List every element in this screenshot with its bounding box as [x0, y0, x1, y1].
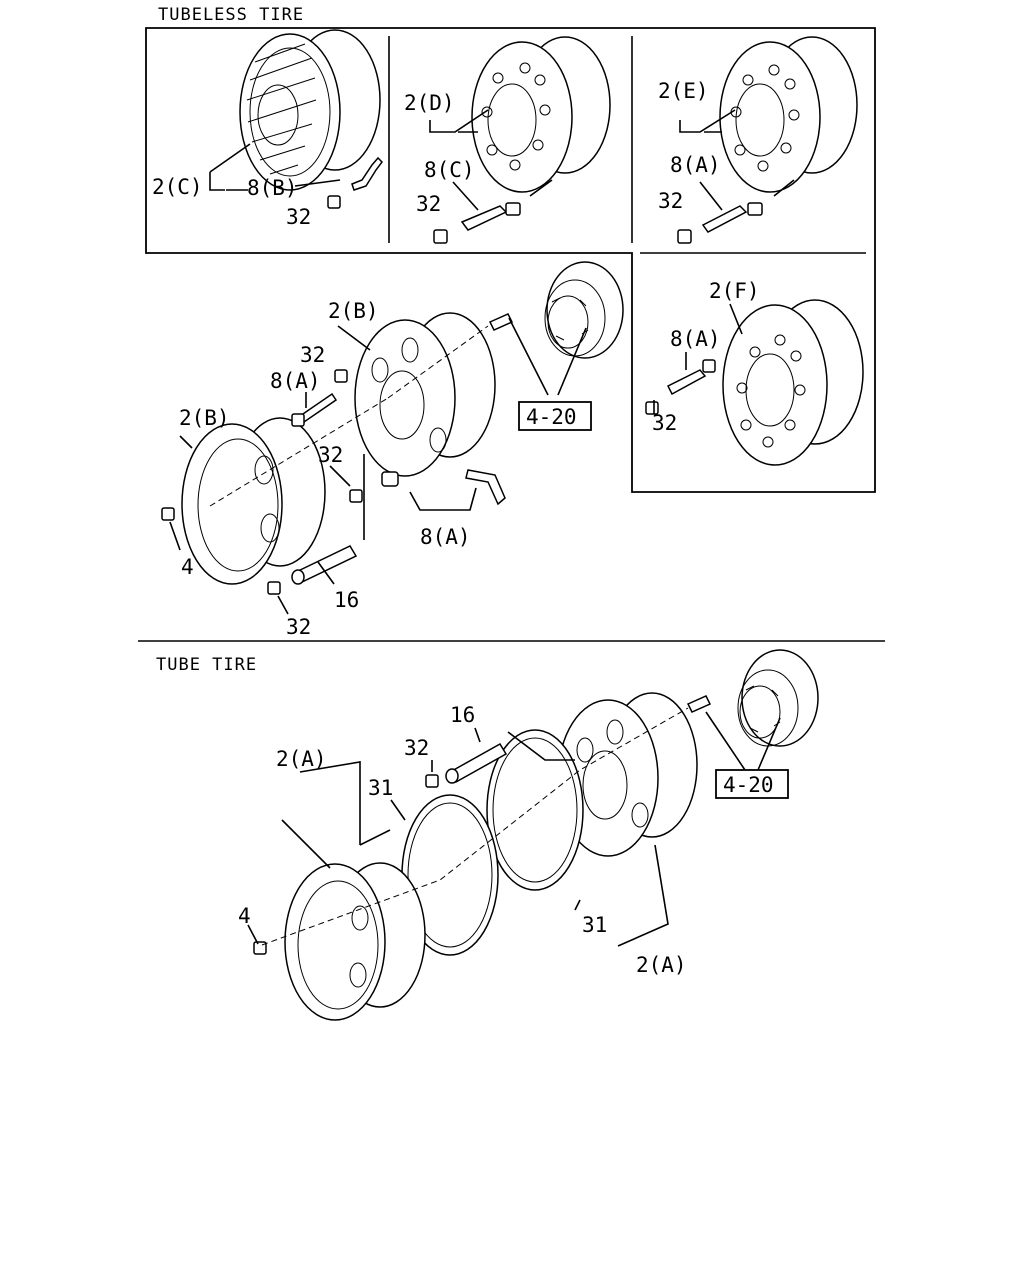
hub-bolt-lower: [686, 695, 712, 713]
callout-32-c: 32: [286, 615, 311, 639]
callout-4-b: 4: [238, 904, 251, 928]
flap-31-inner: [486, 729, 584, 891]
valve-8a-p3: [701, 202, 763, 233]
wheel-2b-inner: [354, 312, 496, 477]
tubeless-tire-heading: TUBELESS TIRE: [158, 5, 304, 25]
ref-box-4-20-upper: [518, 401, 592, 431]
callout-16-a: 16: [334, 588, 359, 612]
center-axis-lower: [261, 707, 689, 946]
callout-31-bot: 31: [582, 913, 607, 937]
cap-32-p1: [327, 195, 341, 209]
wheel-2c: [239, 29, 381, 191]
callout-8a-b: 8(A): [420, 525, 471, 549]
nut-4-upper: [161, 507, 175, 521]
cap-32-upper: [334, 369, 348, 383]
callout-32-b: 32: [318, 443, 343, 467]
callout-32-d: 32: [404, 736, 429, 760]
leaders-upper-assembly: [169, 317, 587, 615]
cap-32-tube: [425, 774, 439, 788]
wheel-2e: [719, 36, 858, 193]
callout-8a-p3: 8(A): [670, 153, 721, 177]
wheel-2b-outer: [181, 417, 326, 585]
callout-2b-outer: 2(B): [179, 406, 230, 430]
callout-31-top: 31: [368, 776, 393, 800]
hub-bolt-upper: [488, 313, 514, 331]
callout-2a-bot: 2(A): [636, 953, 687, 977]
leaders-p2: [429, 109, 553, 211]
hub-drum-upper: [544, 261, 624, 359]
wheel-2f: [722, 299, 864, 466]
valve-8c: [460, 202, 521, 231]
callout-32-a: 32: [300, 343, 325, 367]
callout-32-p4: 32: [652, 411, 677, 435]
callout-16-b: 16: [450, 703, 475, 727]
callout-8a-p4: 8(A): [670, 327, 721, 351]
center-axis-upper: [209, 325, 489, 507]
callout-2f: 2(F): [709, 279, 760, 303]
callout-32-p1: 32: [286, 205, 311, 229]
leader-8b: [294, 179, 341, 187]
callout-32-p3: 32: [658, 189, 683, 213]
cap-32-middle: [349, 489, 363, 503]
callout-32-p2: 32: [416, 192, 441, 216]
callout-8c: 8(C): [424, 158, 475, 182]
leaders-p4: [653, 303, 743, 414]
leaders-tube-assembly: [247, 711, 781, 947]
cap-32-p3: [677, 229, 692, 244]
valve-8a-p4: [666, 359, 716, 396]
callout-8a-a: 8(A): [270, 369, 321, 393]
callout-2c: 2(C): [152, 175, 203, 199]
wheel-2a-outer: [284, 862, 426, 1021]
cap-32-p4: [645, 401, 659, 415]
tube-tire-heading: TUBE TIRE: [156, 655, 257, 675]
cap-32-p2: [433, 229, 448, 244]
callout-2b-inner: 2(B): [328, 299, 379, 323]
wheel-2a-inner: [557, 692, 698, 857]
valve-8b: [351, 156, 383, 191]
valve-8a-lower: [381, 469, 506, 506]
valve-8a-upper: [291, 392, 338, 427]
leader-2c: [209, 143, 251, 191]
wheel-2d: [471, 36, 611, 193]
callout-2d: 2(D): [404, 91, 455, 115]
callout-4-a: 4: [181, 555, 194, 579]
callout-4-20-a: 4-20: [526, 405, 577, 429]
extension-16-lower: [445, 742, 508, 784]
tubeless-variants-frame: [145, 27, 876, 493]
callout-2a-top: 2(A): [276, 747, 327, 771]
ref-box-4-20-lower: [715, 769, 789, 799]
leaders-p3: [679, 109, 795, 211]
hub-drum-lower: [737, 649, 819, 747]
callout-8b: 8(B): [247, 176, 298, 200]
cap-32-lower: [267, 581, 281, 595]
extension-16-upper: [291, 545, 358, 585]
callout-4-20-b: 4-20: [723, 773, 774, 797]
callout-2e: 2(E): [658, 79, 709, 103]
flap-31-outer: [401, 794, 499, 956]
